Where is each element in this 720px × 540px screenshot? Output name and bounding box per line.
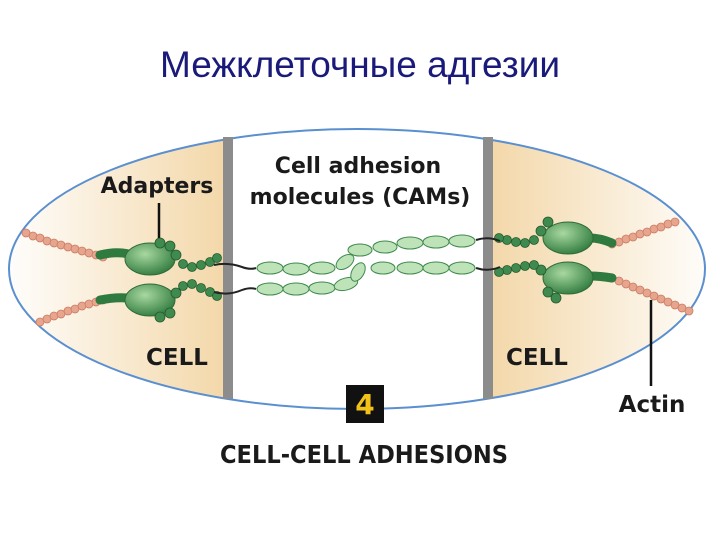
- cam-chain-bottom-right: [370, 261, 476, 275]
- cam-chains: [256, 234, 476, 296]
- left-adapter-beads: [154, 237, 222, 323]
- transmembrane-segments: [213, 237, 501, 295]
- cam-chain-top-right: [372, 234, 476, 254]
- right-adapter-proteins: [494, 216, 617, 304]
- left-membrane: [223, 137, 233, 399]
- cam-chain-bottom-left: [256, 262, 366, 296]
- actin-filament-left-top: [21, 228, 108, 262]
- slide-title: Межклеточные адгезии: [159, 44, 561, 85]
- right-adapter-head-top: [542, 221, 594, 255]
- panel-number: 4: [355, 388, 374, 421]
- caption: CELL-CELL ADHESIONS: [220, 440, 508, 469]
- left-adapter-proteins: [95, 237, 222, 323]
- right-adapter-beads: [494, 216, 562, 304]
- right-adapter-head-bottom: [542, 261, 594, 295]
- panel-number-badge: [346, 385, 384, 423]
- cell-right-label: CELL: [506, 345, 568, 371]
- cams-label-line2: molecules (CAMs): [250, 185, 471, 210]
- actin-label: Actin: [619, 392, 686, 418]
- cams-label-line1: Cell adhesion: [275, 154, 441, 179]
- right-membrane: [483, 137, 493, 399]
- actin-filament-right-bottom: [607, 273, 694, 316]
- left-adapter-head-bottom: [124, 283, 176, 317]
- cam-chain-top-left: [256, 243, 373, 276]
- cell-left-label: CELL: [146, 345, 208, 371]
- adapters-label: Adapters: [101, 174, 214, 199]
